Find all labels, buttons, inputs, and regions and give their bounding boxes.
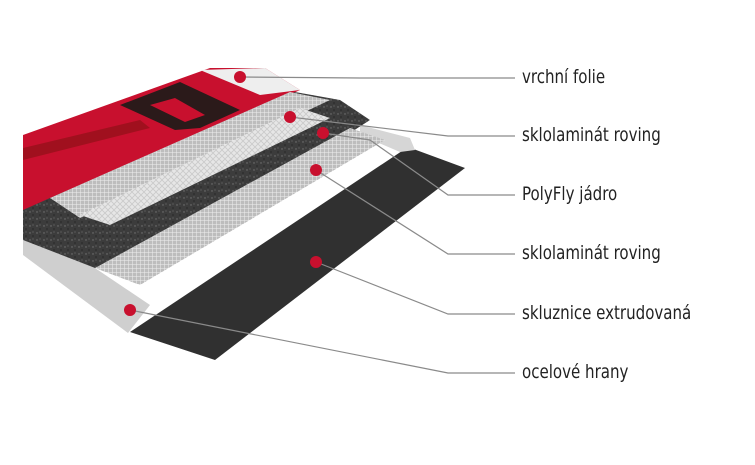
leader-line-5 <box>315 261 515 315</box>
top-sheet-graphic-inner <box>150 98 205 122</box>
marker-base <box>310 256 322 268</box>
top-sheet-stripe <box>23 120 150 160</box>
label-top-sheet: vrchní folie <box>522 66 606 88</box>
base-layer <box>130 147 465 360</box>
marker-top-sheet <box>234 71 246 83</box>
top-sheet-white <box>200 68 300 95</box>
marker-steel-edge <box>124 304 136 316</box>
leader-line-4 <box>315 169 515 255</box>
steel-edge-right <box>360 125 415 152</box>
leader-line-1 <box>239 76 515 79</box>
leader-line-6 <box>129 309 515 374</box>
markers <box>124 71 329 316</box>
label-glass-roving-top: sklolaminát roving <box>522 124 661 146</box>
glass-roving-top <box>50 92 330 218</box>
marker-glass-top <box>284 111 296 123</box>
label-base: skluznice extrudovaná <box>522 302 692 324</box>
label-core: PolyFly jádro <box>522 183 618 205</box>
label-steel-edges: ocelové hrany <box>522 361 629 383</box>
top-sheet <box>23 68 300 215</box>
marker-core <box>317 127 329 139</box>
leader-lines <box>129 76 515 374</box>
marker-glass-bottom <box>310 164 322 176</box>
label-glass-roving-bottom: sklolaminát roving <box>522 242 661 264</box>
leader-line-3 <box>322 132 515 196</box>
steel-edge-left <box>23 240 150 333</box>
leader-line-2 <box>289 116 515 137</box>
glass-weave-top <box>80 108 330 225</box>
